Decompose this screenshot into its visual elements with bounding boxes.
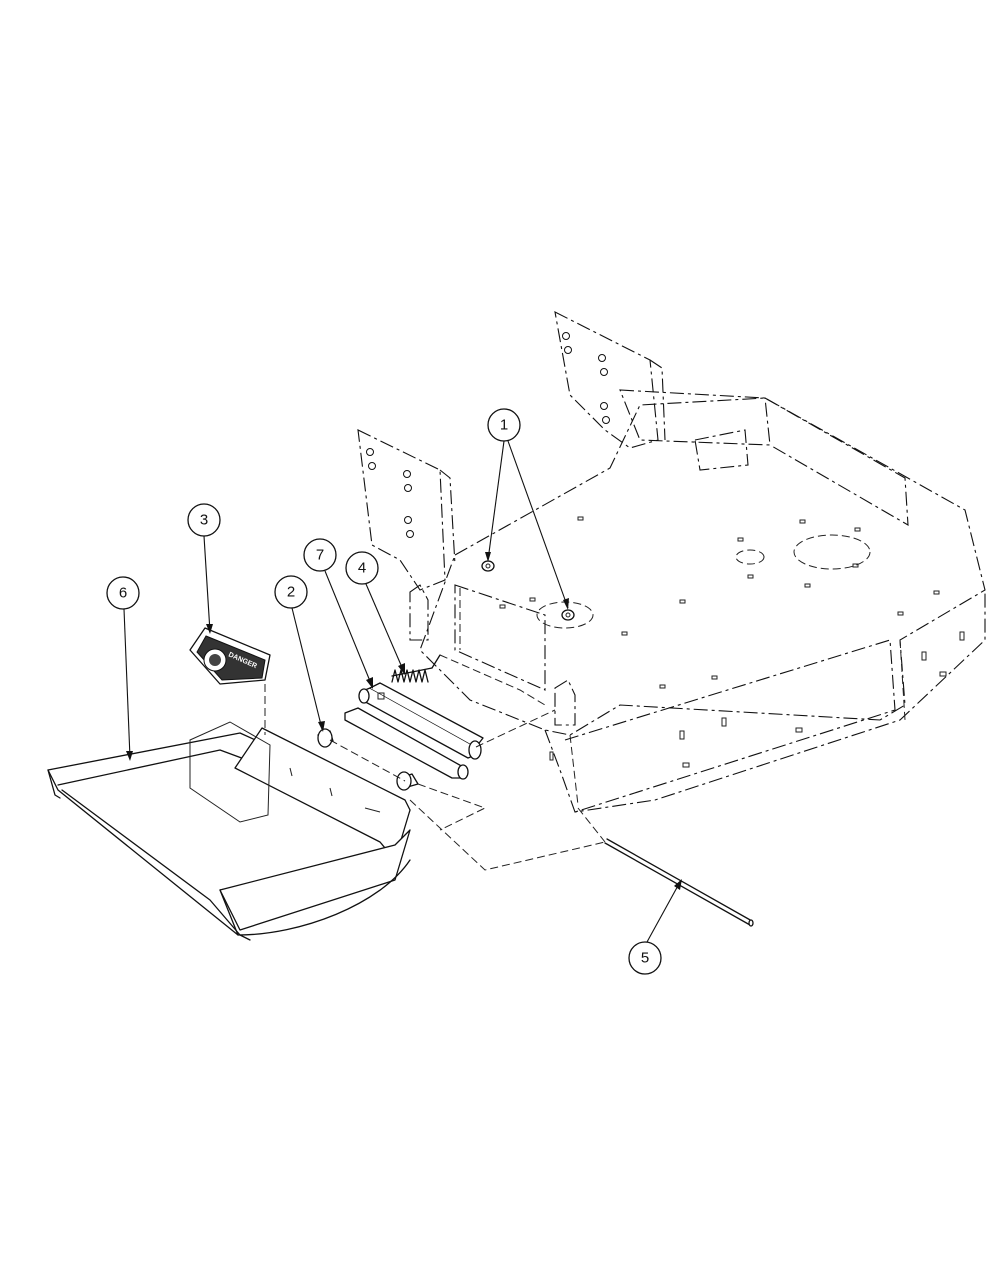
callout-7: 7	[303, 538, 373, 689]
callout-6: 6	[106, 576, 140, 761]
callout-label-7: 7	[316, 547, 324, 564]
callout-3: 3	[187, 503, 221, 634]
callout-2: 2	[274, 575, 325, 732]
mower-deck	[357, 311, 986, 813]
callout-1: 1	[485, 408, 569, 610]
callout-label-2: 2	[287, 584, 295, 601]
item-6-discharge-chute	[47, 721, 411, 941]
item-7-hinge-bracket	[344, 682, 484, 780]
callout-label-3: 3	[200, 512, 208, 529]
item-1-nuts	[481, 560, 575, 621]
callout-label-4: 4	[358, 560, 366, 577]
item-3-danger-decal: DANGER	[189, 627, 271, 685]
item-4-spring	[391, 654, 441, 683]
callout-label-1: 1	[500, 417, 508, 434]
callout-label-5: 5	[641, 950, 649, 967]
item-2-pins	[317, 728, 419, 791]
callout-label-6: 6	[119, 585, 127, 602]
alignment-lines	[264, 654, 606, 871]
callout-5: 5	[628, 879, 682, 975]
callout-4: 4	[345, 551, 405, 675]
